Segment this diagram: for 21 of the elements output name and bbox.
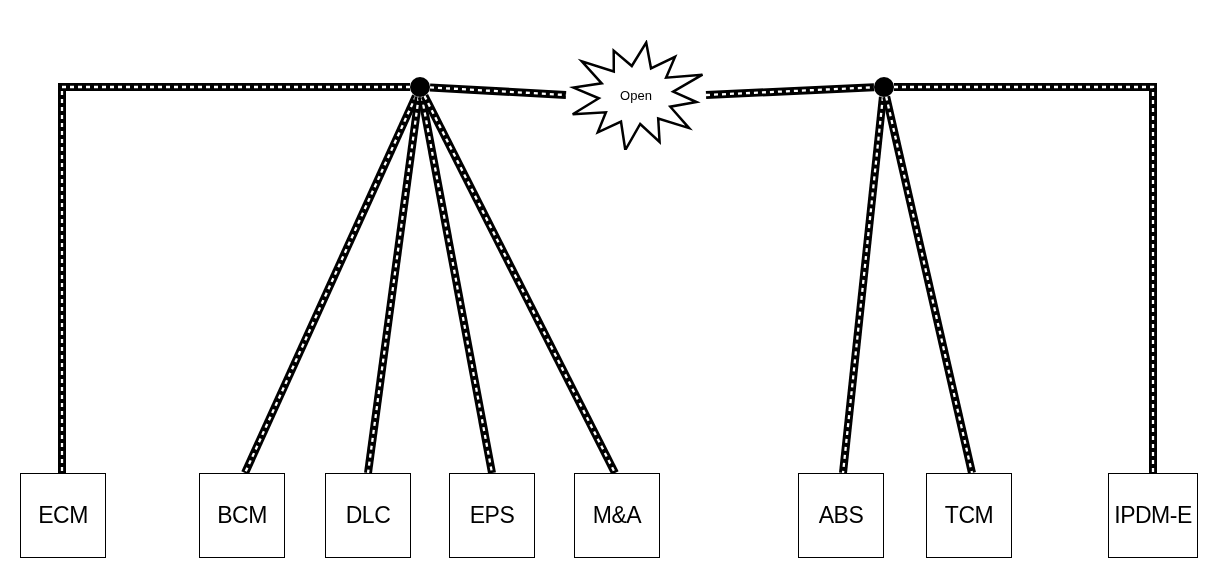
junction-dot — [874, 77, 894, 97]
bus-line — [839, 96, 887, 474]
module-box: M&A — [574, 473, 660, 558]
junction-dot — [410, 77, 430, 97]
module-box: ECM — [20, 473, 106, 558]
bus-line — [420, 94, 619, 475]
module-box: ABS — [798, 473, 884, 558]
bus-line — [894, 83, 1157, 473]
module-box: DLC — [325, 473, 411, 558]
bus-line — [364, 96, 423, 474]
module-box: BCM — [199, 473, 285, 558]
bus-line — [417, 96, 496, 474]
bus-line — [882, 95, 976, 474]
bus-line — [58, 83, 410, 473]
module-box: EPS — [449, 473, 535, 558]
module-box: TCM — [926, 473, 1012, 558]
bus-line — [429, 83, 567, 99]
bus-line — [241, 94, 420, 475]
bus-line — [705, 83, 875, 99]
fault-label: Open — [620, 87, 652, 103]
module-box: IPDM-E — [1108, 473, 1198, 558]
